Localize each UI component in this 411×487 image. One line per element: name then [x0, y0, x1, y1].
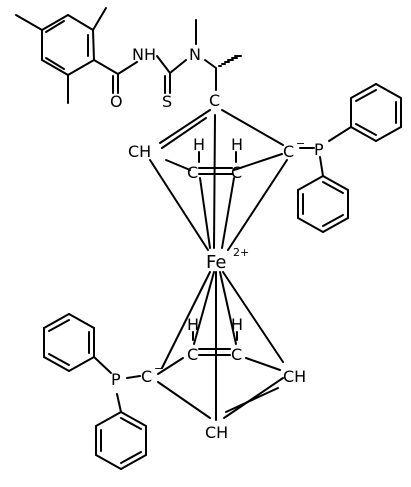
atom-label-cp1-c-minus-charge: − — [296, 137, 305, 150]
atom-label-cp2-ch-right: CH — [283, 367, 306, 386]
atom-labels: O NH S N C CH H H C C C − P Fe 2+ P C − … — [110, 45, 324, 442]
atom-label-cp2-c-minus: C — [141, 367, 152, 386]
upper-phosphine-phenyls — [297, 83, 402, 233]
atom-label-cp1-h-b: H — [231, 135, 243, 154]
atom-label-amide-nh: NH — [132, 45, 156, 64]
atom-label-cp1-c-top: C — [209, 91, 220, 110]
atom-label-cp1-c-minus: C — [283, 142, 294, 161]
atom-label-amide-o: O — [110, 92, 123, 111]
atom-label-upper-p: P — [314, 140, 324, 159]
fe-coordination-bonds — [149, 114, 288, 421]
atom-label-cp1-ch-left: CH — [128, 142, 151, 161]
atom-label-cp1-h-a: H — [193, 135, 205, 154]
lower-cp-ring — [126, 331, 284, 419]
lower-phosphine-phenyls — [43, 313, 147, 470]
atom-label-iron: Fe — [206, 252, 226, 273]
atom-label-cp2-ch-bottom: CH — [205, 423, 228, 442]
atom-label-cp2-c-minus-charge: − — [154, 362, 163, 375]
atom-label-lower-p: P — [111, 370, 121, 389]
atom-label-thio-s: S — [162, 92, 172, 111]
mesityl-ring — [15, 7, 107, 104]
atom-label-cp2-c-b: C — [231, 345, 242, 364]
atom-label-cp1-c-center-b: C — [231, 163, 242, 182]
atom-label-iron-charge: 2+ — [233, 246, 249, 259]
atom-label-cp2-h-a: H — [187, 315, 199, 334]
atom-label-cp2-c-a: C — [187, 345, 198, 364]
atom-label-cp1-c-center-a: C — [187, 163, 198, 182]
thiourea-chain — [93, 19, 242, 94]
atom-label-cp2-h-b: H — [231, 315, 243, 334]
atom-label-amine-n: N — [189, 45, 201, 64]
